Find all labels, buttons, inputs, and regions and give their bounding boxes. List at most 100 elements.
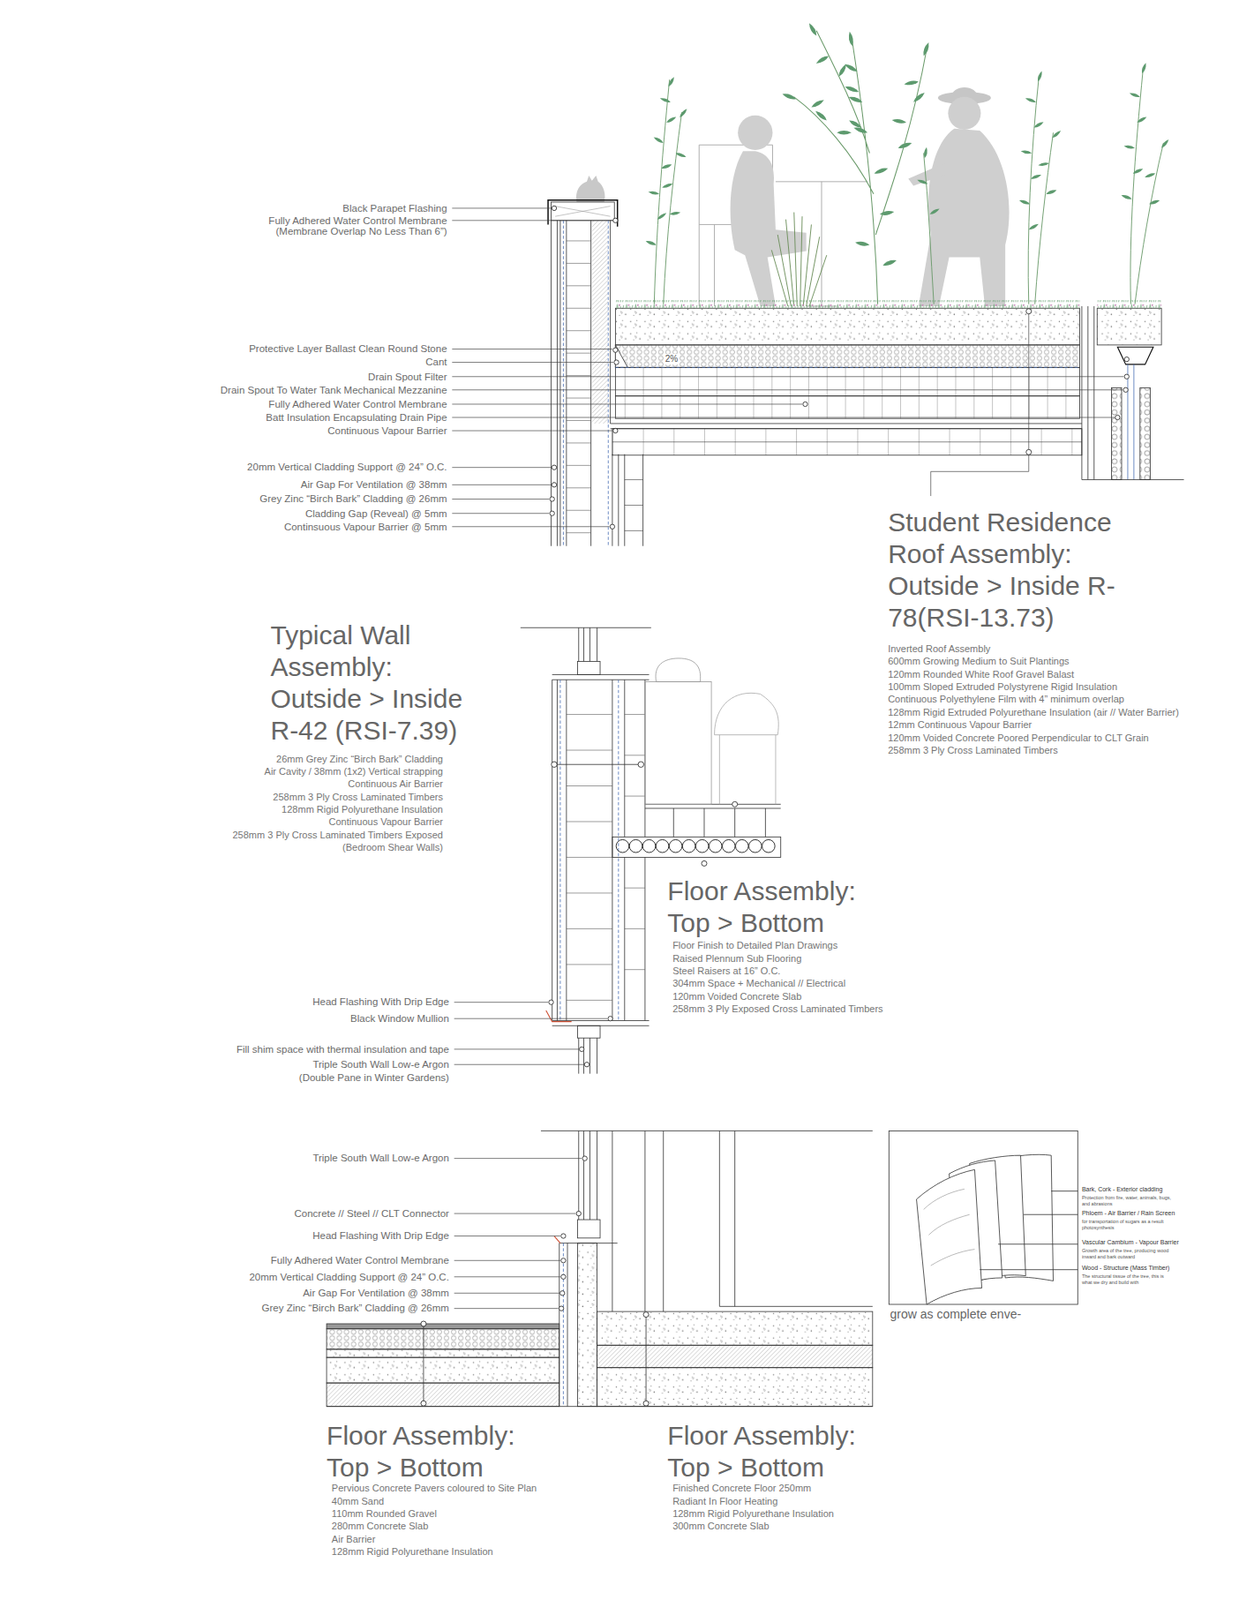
leader-lines-part	[451, 208, 1124, 527]
spec-line: 12mm Continuous Vapour Barrier	[887, 719, 1032, 732]
roof-scene-part	[807, 22, 819, 38]
roof-scene-part	[653, 135, 665, 144]
leader-dot-part	[551, 482, 556, 488]
leader-dot-part	[561, 1258, 566, 1263]
spec-line: (Bedroom Shear Walls)	[342, 841, 444, 855]
ground-section-part	[326, 1382, 560, 1407]
leader-dot-part	[576, 1210, 581, 1216]
roof-scene-part	[675, 151, 687, 159]
leader-dot-part	[1123, 387, 1128, 392]
leader-dot-part	[560, 1291, 565, 1296]
roof-scene-part	[815, 54, 831, 66]
wall-section-part	[645, 682, 712, 805]
wall-section-part	[655, 839, 669, 853]
leader-dot-part	[732, 801, 738, 807]
wall-section-part	[645, 803, 781, 837]
wall-section-part	[552, 679, 646, 1021]
spec-line: 128mm Rigid Polyurethane Insulation	[331, 1546, 494, 1559]
roof-scene-part	[879, 210, 895, 217]
roof-section-part	[624, 480, 644, 532]
roof-section-part	[615, 367, 1080, 396]
roof-scene-part	[645, 22, 1171, 268]
layer-note: Protection from fire, water, animals, bu…	[1081, 1194, 1175, 1208]
roof-scene-part	[1036, 70, 1044, 83]
ground-section-part	[578, 1243, 598, 1407]
roof-scene-part	[1051, 129, 1062, 140]
roof-section	[548, 200, 1185, 547]
spec-line: 120mm Voided Concrete Poored Perpendicul…	[887, 732, 1149, 745]
roof-scene-part	[843, 62, 859, 74]
bark-inset-part	[979, 1191, 1078, 1270]
callout-label: Fill shim space with thermal insulation …	[236, 1043, 450, 1056]
spec-line: 258mm 3 Ply Cross Laminated Timbers	[272, 791, 444, 804]
leader-dot-part	[420, 1321, 427, 1327]
roof-scene-part	[873, 166, 889, 176]
callout-label: Batt Insulation Encapsulating Drain Pipe	[265, 411, 447, 424]
spec-line: 258mm 3 Ply Cross Laminated Timbers Expo…	[232, 829, 444, 842]
spec-line: Air Cavity / 38mm (1x2) Vertical strappi…	[264, 765, 444, 779]
bark-inset-part	[916, 1169, 983, 1305]
spec-line: 110mm Rounded Gravel	[331, 1508, 437, 1521]
roof-scene-part	[1029, 172, 1042, 181]
roof-scene-part	[891, 118, 907, 125]
roof-scene-part	[1130, 69, 1164, 305]
leader-dot-part	[1124, 374, 1129, 379]
roof-scene-part	[951, 87, 978, 98]
layer-note: The structural tissue of the tree, this …	[1081, 1273, 1175, 1286]
spec-line: 120mm Voided Concrete Slab	[672, 991, 802, 1004]
wall-section-part	[554, 764, 641, 766]
leader-dot-part	[1026, 308, 1032, 315]
leader-dot-part	[551, 205, 556, 211]
roof-scene-part	[1160, 138, 1171, 150]
wall-section-part	[721, 839, 736, 853]
ground-section	[326, 1130, 873, 1406]
callout-label: Concrete // Steel // CLT Connector	[294, 1207, 450, 1220]
wall-section-part	[749, 839, 763, 853]
roof-scene-part	[576, 175, 606, 203]
roof-section-part	[612, 441, 1082, 443]
roof-scene-part	[794, 30, 927, 305]
wall-section-part	[615, 839, 630, 853]
roof-scene-part	[1144, 172, 1157, 180]
ground-section-part	[326, 1323, 560, 1330]
roof-scene-part	[929, 207, 941, 216]
wall-section-part	[682, 839, 696, 853]
leader-dot-part	[420, 1400, 427, 1406]
bark-inset	[888, 1130, 1078, 1305]
spec-line: 258mm 3 Ply Cross Laminated Timbers	[887, 744, 1059, 758]
wall-section-part	[735, 839, 749, 853]
spec-line: 600mm Growing Medium to Suit Plantings	[887, 655, 1069, 669]
leader-dot-part	[561, 1274, 566, 1279]
spec-line: Air Barrier	[331, 1533, 376, 1547]
roof-section-part	[612, 428, 1082, 456]
leader-dot-part	[643, 1400, 649, 1406]
spec-line: 26mm Grey Zinc “Birch Bark” Cladding	[276, 753, 444, 766]
ground-section-part	[578, 1219, 601, 1239]
leader-dot-part	[1026, 449, 1032, 455]
leader-dot	[420, 205, 1130, 1406]
roof-scene-part	[853, 126, 869, 136]
ground-section-part	[554, 1236, 561, 1244]
roof-scene-part	[810, 97, 826, 109]
roof-scene-part	[647, 190, 660, 196]
leader-dot-part	[643, 1312, 649, 1318]
roof-scene-part	[844, 84, 860, 94]
roof-scene-part	[814, 109, 829, 122]
roof-section-part	[1117, 346, 1153, 365]
layer-note: Growth area of the tree, producing wood …	[1081, 1247, 1175, 1261]
roof-section-part	[1081, 306, 1095, 481]
roof-scene-part	[659, 97, 671, 105]
spec-line: Continuous Polyethylene Film with 4” min…	[887, 693, 1125, 706]
spec-line: 300mm Concrete Slab	[672, 1520, 769, 1533]
wall-section-part	[578, 627, 598, 661]
bark-inset-part	[923, 1188, 976, 1266]
wall-section-part	[546, 1010, 572, 1022]
roof-scene-part	[1033, 120, 1045, 129]
spec-line: 40mm Sand	[331, 1495, 384, 1509]
roof-section-part	[615, 345, 1080, 368]
roof-scene-part	[1045, 188, 1058, 196]
ground-section-part	[612, 1130, 873, 1312]
roof-scene-part	[660, 163, 673, 171]
